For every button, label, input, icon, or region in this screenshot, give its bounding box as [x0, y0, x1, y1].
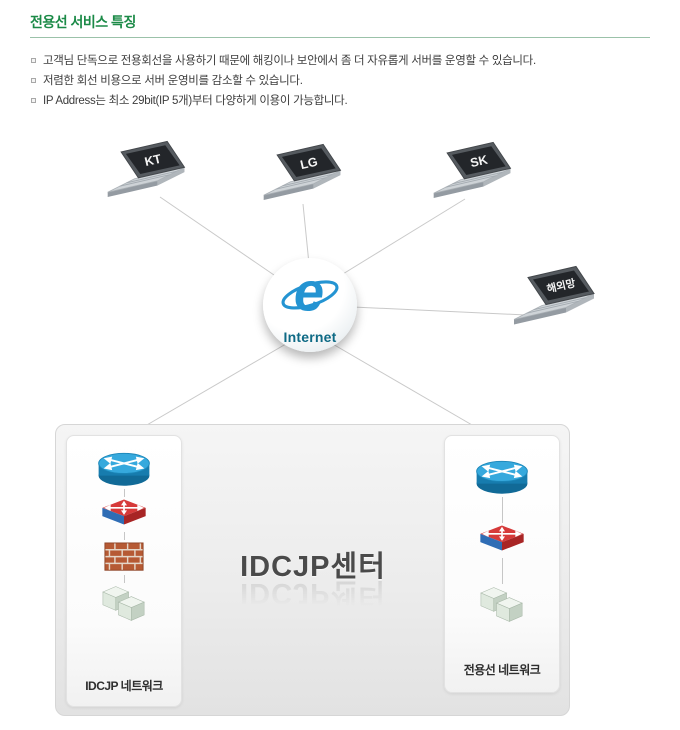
- internet-node: e Internet: [263, 258, 357, 352]
- router-icon: [98, 452, 150, 486]
- router-icon: [476, 460, 528, 494]
- laptop-icon: 해외망: [513, 265, 595, 325]
- list-item: 고객님 단독으로 전용회선을 사용하기 때문에 해킹이나 보안에서 좀 더 자유…: [31, 50, 651, 70]
- idc-center-box: IDCJP 네트워크 IDCJP센터 IDCJP센터: [55, 424, 570, 716]
- laptop-icon: KT: [107, 140, 186, 198]
- laptop-node-lg: LG: [256, 141, 352, 213]
- laptop-icon: SK: [433, 141, 512, 199]
- internet-explorer-e-icon: e: [281, 262, 339, 322]
- server-icon: [102, 586, 145, 621]
- device-connector: [501, 558, 503, 584]
- connector-line: [302, 203, 310, 265]
- device-connector: [123, 575, 125, 583]
- laptop-node-kt: KT: [100, 138, 196, 210]
- bullet-square-icon: [31, 77, 36, 83]
- list-item: 저렴한 회선 비용으로 서버 운영비를 감소할 수 있습니다.: [31, 70, 651, 90]
- left-network-panel: IDCJP 네트워크: [66, 435, 182, 707]
- device-connector: [123, 489, 125, 497]
- right-network-panel: 전용선 네트워크: [444, 435, 560, 693]
- device-connector: [123, 532, 125, 540]
- connector-line: [159, 196, 294, 289]
- device-connector: [501, 497, 503, 523]
- right-panel-label: 전용선 네트워크: [463, 663, 541, 677]
- svg-text:e: e: [294, 262, 324, 322]
- firewall-icon: [104, 542, 144, 571]
- title-underline: [30, 37, 650, 38]
- connector-line: [127, 340, 292, 437]
- laptop-icon: LG: [263, 143, 342, 201]
- bullet-square-icon: [31, 97, 36, 103]
- connector-line: [330, 342, 492, 437]
- laptop-label: 해외망: [546, 276, 577, 295]
- switch-icon: [102, 499, 146, 525]
- bullet-text: IP Address는 최소 29bit(IP 5개)부터 다양하게 이용이 가…: [43, 95, 348, 107]
- idc-center-title: IDCJP센터: [240, 551, 386, 583]
- left-panel-label: IDCJP 네트워크: [85, 679, 163, 693]
- page-title: 전용선 서비스 특징: [30, 14, 136, 30]
- bullet-text: 고객님 단독으로 전용회선을 사용하기 때문에 해킹이나 보안에서 좀 더 자유…: [43, 55, 536, 67]
- laptop-label: KT: [143, 152, 163, 169]
- bullet-text: 저렴한 회선 비용으로 서버 운영비를 감소할 수 있습니다.: [43, 75, 303, 87]
- connector-line: [337, 198, 466, 278]
- laptop-node-sk: SK: [426, 139, 522, 211]
- feature-list: 고객님 단독으로 전용회선을 사용하기 때문에 해킹이나 보안에서 좀 더 자유…: [31, 50, 651, 110]
- bullet-square-icon: [31, 57, 36, 63]
- internet-label: Internet: [283, 329, 337, 345]
- laptop-label: LG: [299, 155, 319, 173]
- connector-line: [352, 306, 527, 316]
- server-icon: [480, 587, 523, 622]
- laptop-label: SK: [469, 153, 489, 171]
- laptop-node-overseas: 해외망: [506, 263, 606, 338]
- switch-icon: [480, 525, 524, 551]
- idc-center-title-reflection: IDCJP센터: [240, 577, 386, 609]
- list-item: IP Address는 최소 29bit(IP 5개)부터 다양하게 이용이 가…: [31, 90, 651, 110]
